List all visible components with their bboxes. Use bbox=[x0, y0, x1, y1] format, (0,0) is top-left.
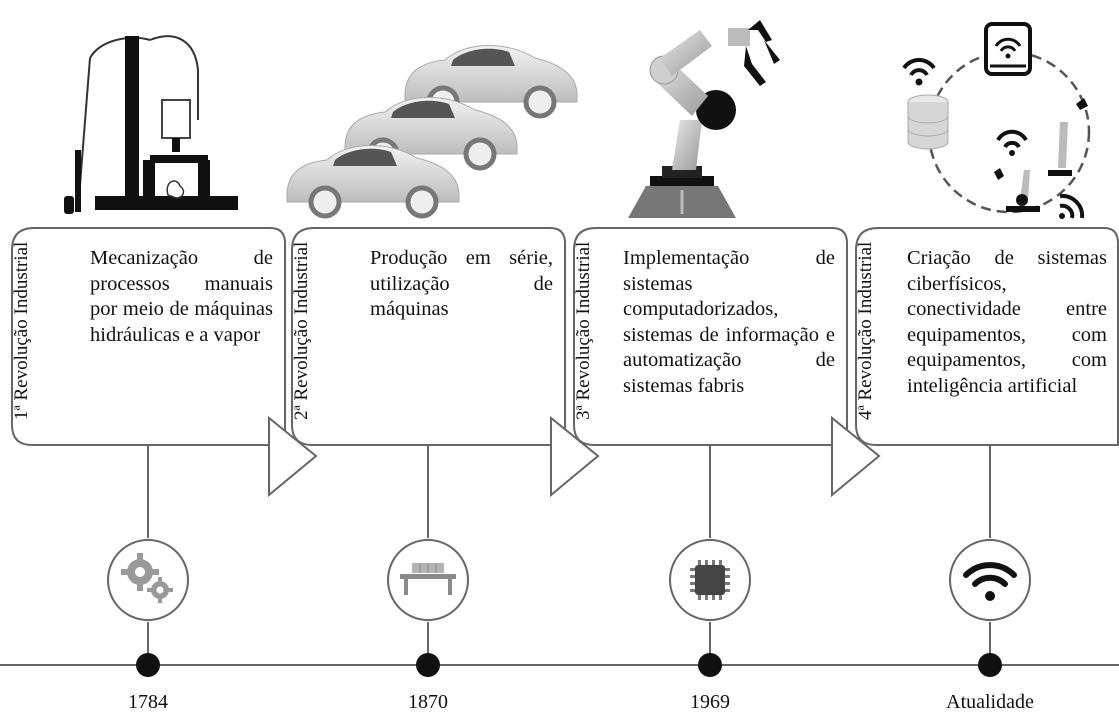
wifi-icon bbox=[963, 562, 1017, 601]
chip-icon bbox=[690, 560, 730, 600]
stage-1-description: Mecanização de processos manuais por mei… bbox=[90, 247, 273, 346]
timeline-dot bbox=[698, 653, 722, 677]
stage-2-label: 2ª Revolução Industrial bbox=[291, 241, 312, 420]
stage-box bbox=[291, 227, 566, 446]
stage-4-label: 4ª Revolução Industrial bbox=[855, 241, 876, 420]
stage-3-year: 1969 bbox=[690, 691, 730, 713]
stage-2-description: Produção em série, utilização de máquina… bbox=[370, 247, 553, 320]
arrow-connector bbox=[550, 415, 600, 498]
stage-box bbox=[573, 227, 848, 446]
stage-2 bbox=[291, 227, 600, 677]
timeline-dot bbox=[978, 653, 1002, 677]
assembly-line-icon bbox=[400, 563, 456, 595]
stage-1-year: 1784 bbox=[128, 691, 168, 713]
stage-3-description: Implementação de sistemas computadorizad… bbox=[623, 247, 835, 397]
icon-circle bbox=[387, 539, 469, 621]
stage-4 bbox=[855, 227, 1119, 677]
stage-3 bbox=[573, 227, 881, 677]
stage-3-label: 3ª Revolução Industrial bbox=[573, 241, 594, 420]
stage-1 bbox=[11, 227, 318, 677]
robot-arm-illustration bbox=[628, 20, 780, 218]
arrow-connector bbox=[268, 415, 318, 498]
arrow-connector bbox=[831, 415, 881, 498]
connected-devices-illustration bbox=[902, 22, 1091, 219]
cars-illustration bbox=[286, 44, 578, 219]
stage-2-year: 1870 bbox=[408, 691, 448, 713]
gears-icon bbox=[121, 553, 173, 603]
timeline-dot bbox=[416, 653, 440, 677]
steam-engine-illustration bbox=[64, 35, 238, 214]
stage-box bbox=[855, 227, 1119, 446]
stage-4-year: Atualidade bbox=[946, 691, 1034, 713]
stage-1-label: 1ª Revolução Industrial bbox=[11, 241, 32, 420]
stage-4-description: Criação de sistemas ciberfísicos, conect… bbox=[907, 247, 1107, 397]
timeline-dot bbox=[136, 653, 160, 677]
